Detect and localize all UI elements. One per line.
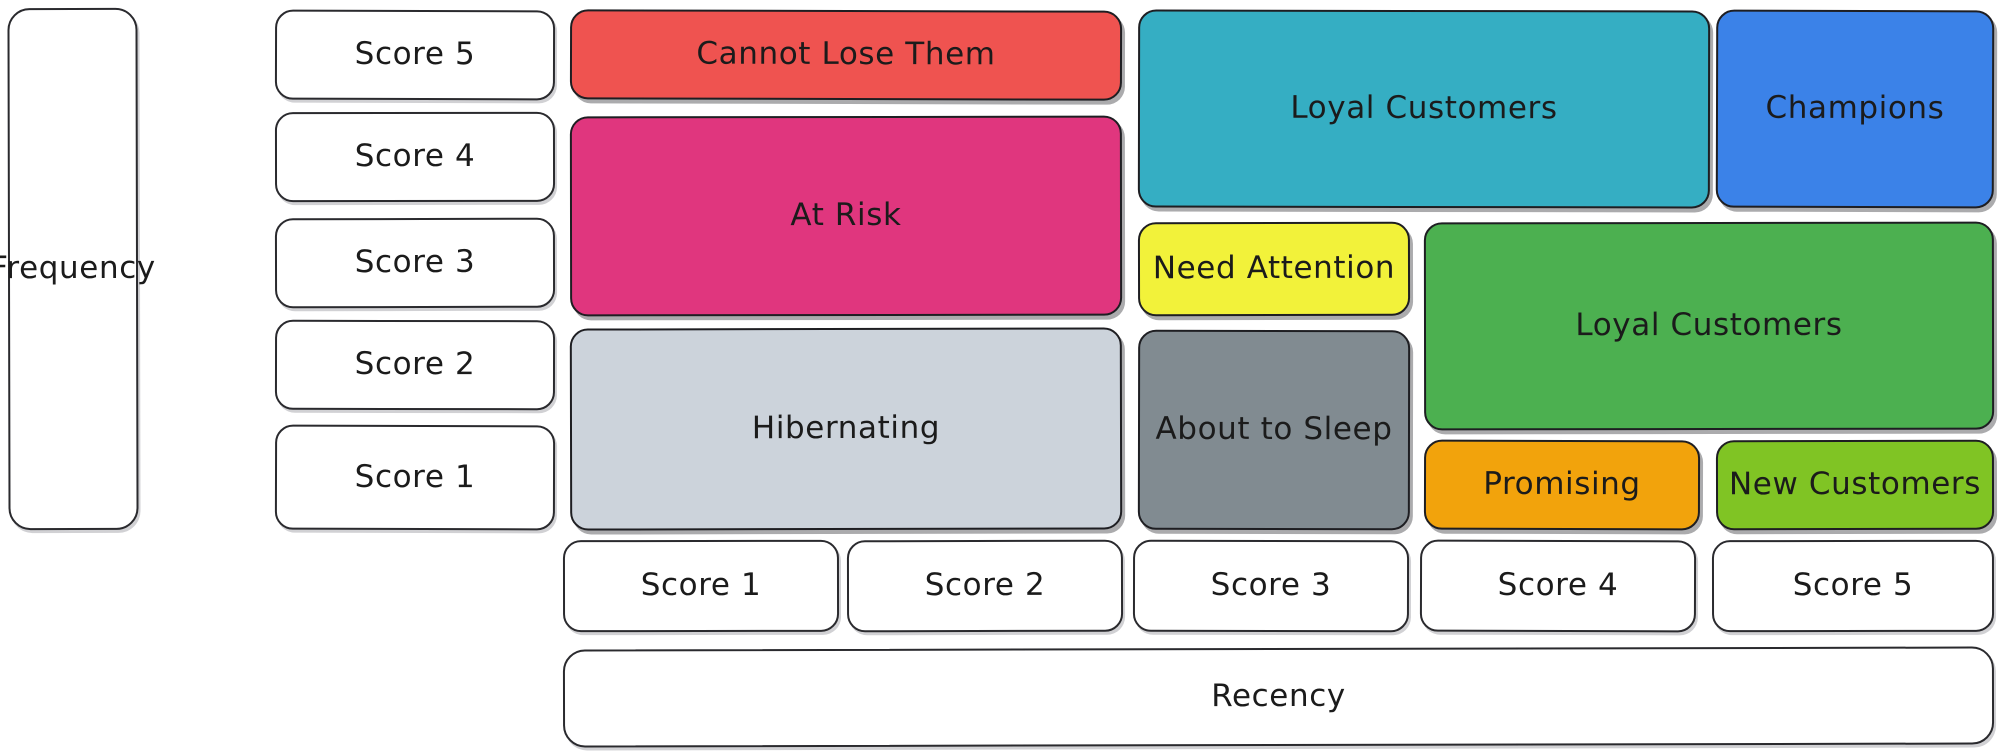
recency-score-4[interactable]: Score 4 xyxy=(1419,539,1697,633)
segment-about-to-sleep-label: About to Sleep xyxy=(1155,410,1393,448)
segment-hibernating[interactable]: Hibernating xyxy=(569,327,1123,531)
segment-at-risk[interactable]: At Risk xyxy=(569,115,1123,317)
recency-score-2-label: Score 2 xyxy=(924,567,1046,604)
frequency-score-2-label: Score 2 xyxy=(354,346,476,383)
segment-promising[interactable]: Promising xyxy=(1423,439,1701,531)
frequency-axis-text: Frequency xyxy=(0,249,156,287)
segment-loyal-customers-green[interactable]: Loyal Customers xyxy=(1423,221,1995,431)
recency-score-5[interactable]: Score 5 xyxy=(1711,539,1995,633)
recency-score-2[interactable]: Score 2 xyxy=(846,539,1124,633)
segment-cannot-lose-them-label: Cannot Lose Them xyxy=(696,35,996,73)
frequency-score-1[interactable]: Score 1 xyxy=(274,424,556,531)
recency-score-5-label: Score 5 xyxy=(1792,567,1914,604)
recency-score-3-label: Score 3 xyxy=(1210,567,1332,604)
segment-hibernating-label: Hibernating xyxy=(751,409,941,447)
frequency-score-5[interactable]: Score 5 xyxy=(274,9,556,101)
segment-loyal-customers-teal[interactable]: Loyal Customers xyxy=(1137,9,1711,209)
frequency-score-1-label: Score 1 xyxy=(354,458,476,495)
segment-cannot-lose-them[interactable]: Cannot Lose Them xyxy=(569,9,1123,101)
recency-score-1[interactable]: Score 1 xyxy=(562,539,840,633)
segment-at-risk-label: At Risk xyxy=(790,197,902,234)
frequency-axis-label: Frequency xyxy=(0,7,156,531)
frequency-score-3-label: Score 3 xyxy=(354,244,476,281)
segment-loyal-customers-green-label: Loyal Customers xyxy=(1575,306,1843,344)
segment-promising-label: Promising xyxy=(1483,465,1641,503)
segment-need-attention[interactable]: Need Attention xyxy=(1137,221,1411,317)
recency-score-3[interactable]: Score 3 xyxy=(1132,539,1410,633)
recency-axis-label: Recency xyxy=(562,646,1995,748)
segment-champions[interactable]: Champions xyxy=(1715,9,1995,209)
frequency-score-4[interactable]: Score 4 xyxy=(274,111,556,203)
segment-need-attention-label: Need Attention xyxy=(1152,249,1396,287)
frequency-score-5-label: Score 5 xyxy=(354,36,476,73)
frequency-score-3[interactable]: Score 3 xyxy=(274,217,556,309)
segment-champions-label: Champions xyxy=(1765,89,1945,127)
frequency-score-2[interactable]: Score 2 xyxy=(274,319,556,411)
recency-score-4-label: Score 4 xyxy=(1497,567,1619,604)
frequency-score-4-label: Score 4 xyxy=(354,138,476,175)
recency-score-1-label: Score 1 xyxy=(640,567,762,604)
segment-about-to-sleep[interactable]: About to Sleep xyxy=(1137,329,1411,531)
segment-new-customers-label: New Customers xyxy=(1728,465,1982,503)
segment-loyal-customers-teal-label: Loyal Customers xyxy=(1290,89,1558,127)
segment-new-customers[interactable]: New Customers xyxy=(1715,439,1995,531)
recency-axis-text: Recency xyxy=(1211,678,1346,715)
